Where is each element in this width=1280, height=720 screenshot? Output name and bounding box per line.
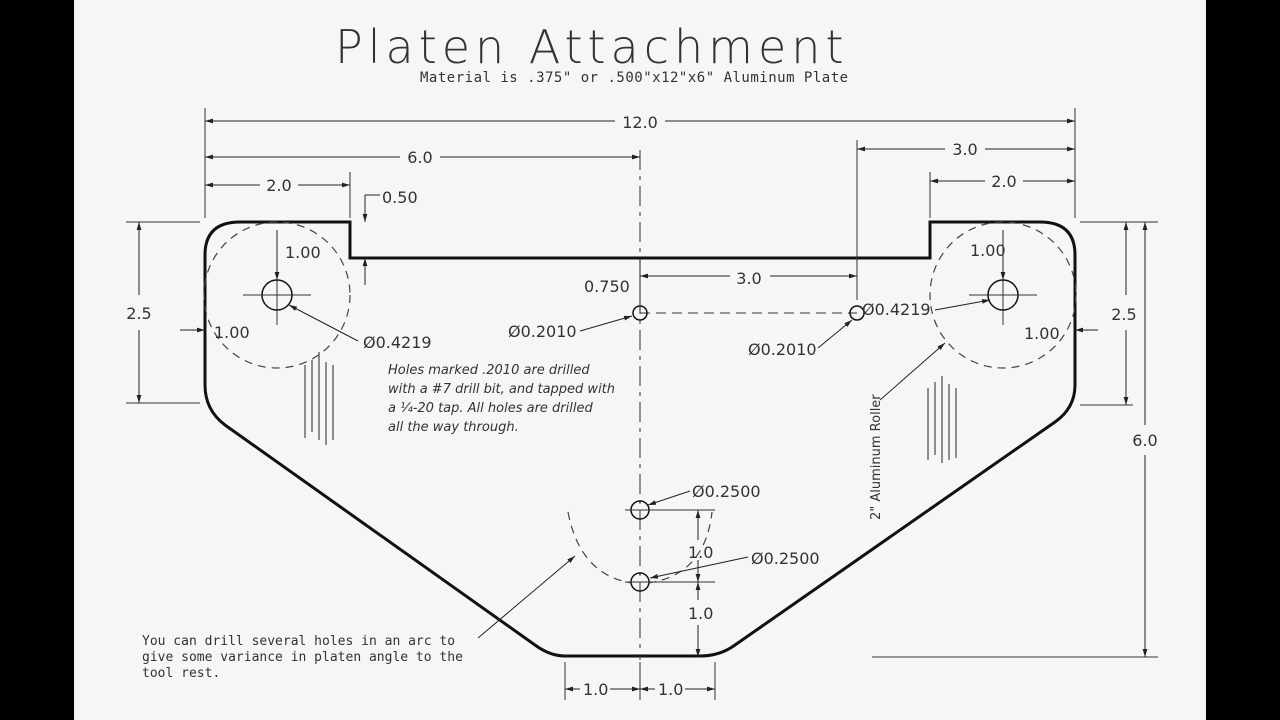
- dim-arc-1-lower: 1.0: [688, 604, 713, 623]
- arc-note: You can drill several holes in an arc to…: [142, 634, 463, 681]
- dim-notch: 0.50: [382, 188, 418, 207]
- right-tap-hole: [849, 305, 865, 321]
- extension-lines: [126, 108, 1158, 700]
- dim-right-1-side: 1.00: [1024, 324, 1060, 343]
- dim-half-width: 6.0: [407, 148, 432, 167]
- dim-left-2: 2.0: [266, 176, 291, 195]
- dim-right-6: 6.0: [1132, 431, 1157, 450]
- dim-right-3: 3.0: [952, 140, 977, 159]
- dim-hole-arc-upper: Ø0.2500: [692, 482, 761, 501]
- dim-overall-width: 12.0: [622, 113, 658, 132]
- dim-left-1-top: 1.00: [285, 243, 321, 262]
- dim-center-0750: 0.750: [584, 277, 630, 296]
- left-roller-circle: [203, 221, 351, 369]
- svg-text:with a #7 drill bit, and tappe: with a #7 drill bit, and tapped with: [388, 382, 615, 397]
- tap-note: Holes marked .2010 are drilled with a #7…: [388, 363, 615, 435]
- svg-text:a ¼-20 tap. All holes are dril: a ¼-20 tap. All holes are drilled: [388, 401, 593, 416]
- dim-hole-right-tap: Ø0.2010: [748, 340, 817, 359]
- dim-left-1-side: 1.00: [214, 323, 250, 342]
- dim-arc-1-upper: 1.0: [688, 543, 713, 562]
- dim-bottom-left-1: 1.0: [583, 680, 608, 699]
- svg-text:Holes marked .2010 are drilled: Holes marked .2010 are drilled: [388, 363, 590, 378]
- hole-arc: [567, 511, 713, 584]
- right-roller-small-annotation: [927, 376, 957, 463]
- svg-text:You can drill several holes in: You can drill several holes in an arc to: [142, 634, 455, 649]
- roller-label: 2" Aluminum Roller: [869, 394, 884, 520]
- right-roller-circle: [929, 221, 1077, 369]
- svg-text:tool rest.: tool rest.: [142, 666, 220, 681]
- dim-right-2: 2.0: [991, 172, 1016, 191]
- dim-hole-center-tap: Ø0.2010: [508, 322, 577, 341]
- dim-right-1-top: 1.00: [970, 241, 1006, 260]
- dim-bottom-right-1: 1.0: [658, 680, 683, 699]
- dimension-lines: [136, 118, 1148, 692]
- svg-text:give some variance in platen a: give some variance in platen angle to th…: [142, 650, 463, 665]
- dim-center-3: 3.0: [736, 269, 761, 288]
- drawing-title: Platen Attachment: [335, 20, 849, 74]
- material-subtitle: Material is .375" or .500"x12"x6" Alumin…: [420, 70, 849, 86]
- dim-hole-arc-lower: Ø0.2500: [751, 549, 820, 568]
- svg-text:all the way through.: all the way through.: [388, 420, 519, 435]
- left-roller-small-annotation: [304, 352, 334, 445]
- dim-hole-right: Ø0.4219: [862, 300, 931, 319]
- dim-hole-left: Ø0.4219: [363, 333, 432, 352]
- dim-right-2-5: 2.5: [1111, 305, 1136, 324]
- leader-lines: [288, 299, 991, 639]
- dim-left-2-5: 2.5: [126, 304, 151, 323]
